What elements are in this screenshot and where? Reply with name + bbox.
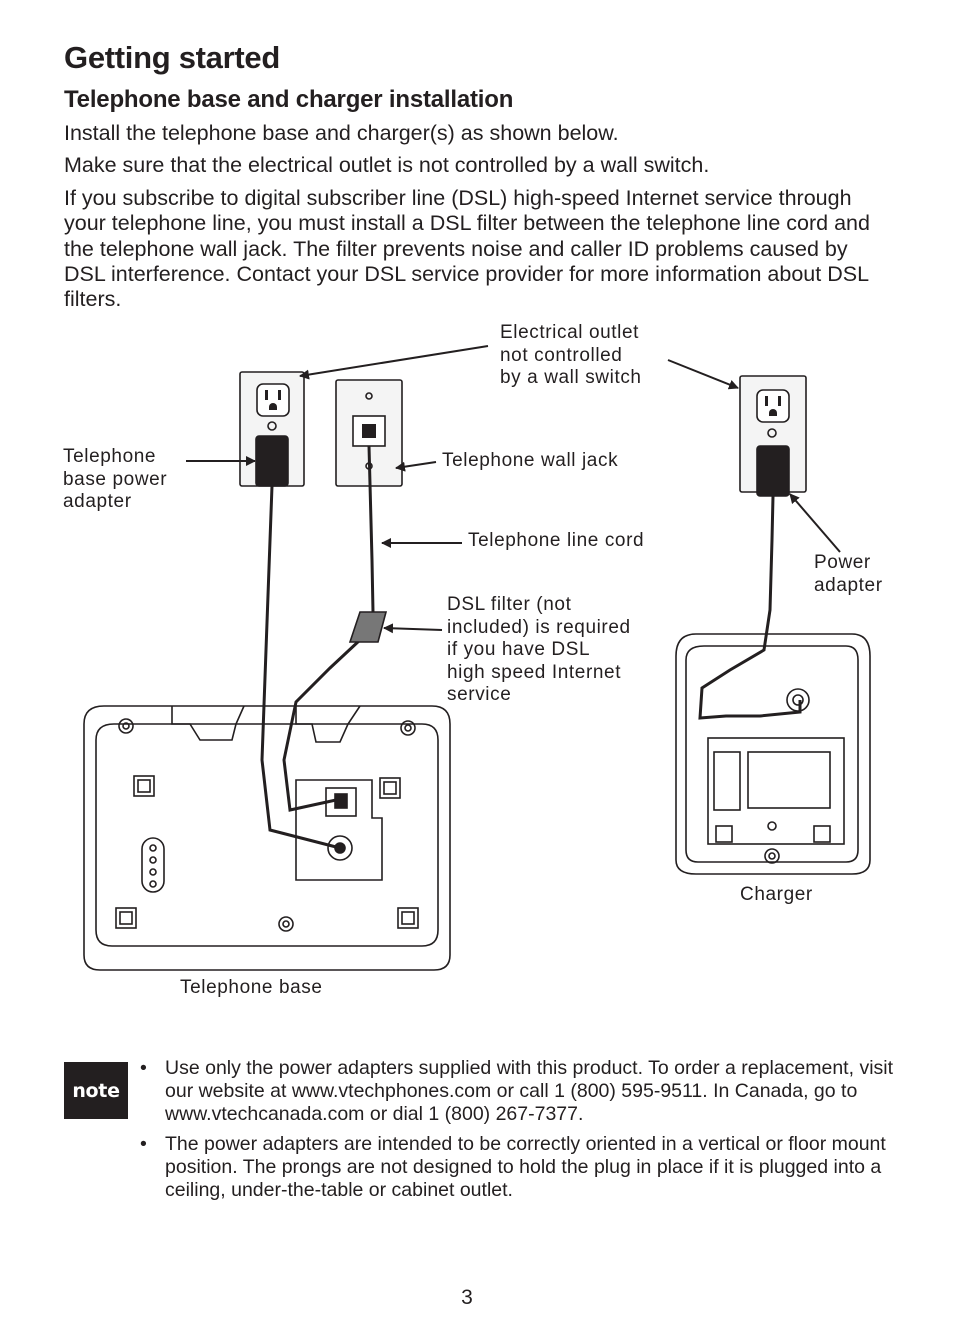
- page-title: Getting started: [64, 40, 280, 75]
- base-power-cord: [260, 485, 341, 850]
- wall-jack-icon: [335, 379, 403, 487]
- note-item: •Use only the power adapters supplied wi…: [140, 1057, 894, 1125]
- note-item: •The power adapters are intended to be c…: [140, 1133, 886, 1201]
- page-number: 3: [461, 1286, 473, 1309]
- line-cord-lower: [282, 638, 362, 812]
- label-power-adapter: Power adapter: [814, 552, 883, 596]
- label-base-power-adapter: Telephone base power adapter: [63, 446, 168, 512]
- label-electrical-outlet: Electrical outlet not controlled by a wa…: [500, 322, 642, 388]
- dsl-filter-icon: [348, 611, 388, 643]
- note-badge: note: [64, 1062, 128, 1119]
- right-power-adapter-icon: [756, 445, 790, 497]
- label-telephone-wall-jack: Telephone wall jack: [442, 450, 619, 471]
- intro-paragraph: Install the telephone base and charger(s…: [64, 121, 619, 145]
- outlet-paragraph: Make sure that the electrical outlet is …: [64, 153, 710, 177]
- installation-diagram: [83, 345, 871, 971]
- cords: [260, 445, 802, 850]
- charger-icon: [675, 633, 871, 875]
- line-cord-upper: [367, 445, 375, 613]
- label-telephone-base: Telephone base: [180, 977, 323, 998]
- section-heading: Telephone base and charger installation: [64, 86, 514, 113]
- note-list: •Use only the power adapters supplied wi…: [140, 1057, 900, 1210]
- label-dsl-filter: DSL filter (not included) is required if…: [447, 594, 631, 705]
- left-power-adapter-icon: [255, 435, 289, 487]
- label-telephone-line-cord: Telephone line cord: [468, 530, 645, 551]
- telephone-base-icon: [83, 705, 451, 971]
- dsl-paragraph: If you subscribe to digital subscriber l…: [64, 186, 870, 312]
- label-charger: Charger: [740, 884, 813, 905]
- charger-power-cord: [698, 495, 802, 720]
- bullet-icon: •: [140, 1057, 147, 1079]
- bullet-icon: •: [140, 1133, 147, 1156]
